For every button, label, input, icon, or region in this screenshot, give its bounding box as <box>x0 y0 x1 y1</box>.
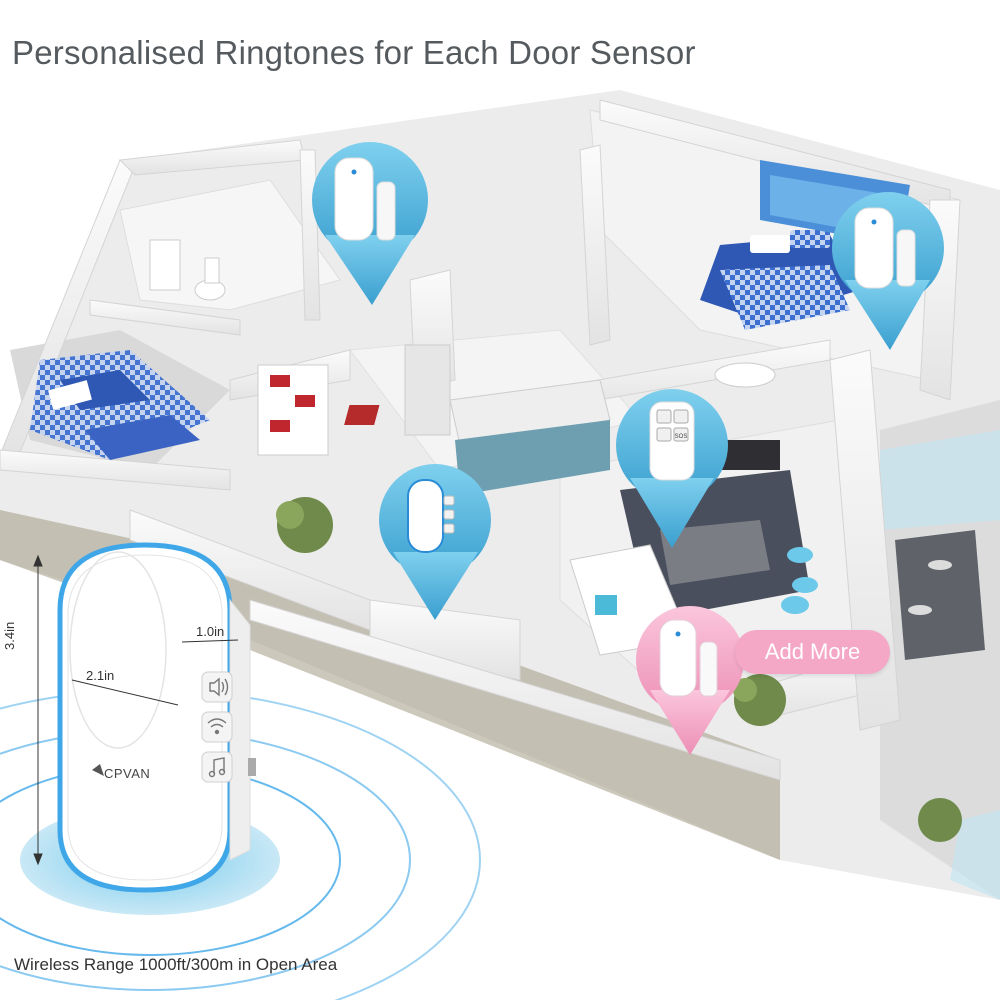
sensor-pin-bathroom <box>312 142 428 305</box>
remote-pin: SOS <box>616 389 728 548</box>
bathroom-fixtures <box>149 239 776 388</box>
width-dimension-label: 2.1in <box>86 668 115 683</box>
range-caption: Wireless Range 1000ft/300m in Open Area <box>14 955 338 974</box>
music-icon <box>208 757 226 778</box>
receiver-pin <box>379 464 491 620</box>
depth-dimension-label: 1.0in <box>196 624 225 639</box>
balcony-table <box>895 530 985 660</box>
wifi-icon <box>207 718 227 735</box>
page-title: Personalised Ringtones for Each Door Sen… <box>12 34 696 71</box>
sensor-pin-bedroom <box>832 192 944 350</box>
add-more-badge: Add More <box>735 630 890 674</box>
sos-label: SOS <box>675 434 688 440</box>
brand-logo-text: CPVAN <box>104 766 151 781</box>
kitchen <box>344 344 611 495</box>
dimension-lines <box>33 554 239 866</box>
volume-icon <box>209 677 229 697</box>
height-dimension-label: 3.4in <box>2 621 17 650</box>
receiver-device <box>57 542 256 893</box>
music-button <box>201 751 233 783</box>
add-more-pin <box>636 606 744 755</box>
bookshelf <box>257 364 329 456</box>
left-bed <box>30 350 210 460</box>
pairing-button <box>201 711 233 743</box>
plants <box>276 497 962 842</box>
cpvan-logo-icon <box>92 764 104 776</box>
